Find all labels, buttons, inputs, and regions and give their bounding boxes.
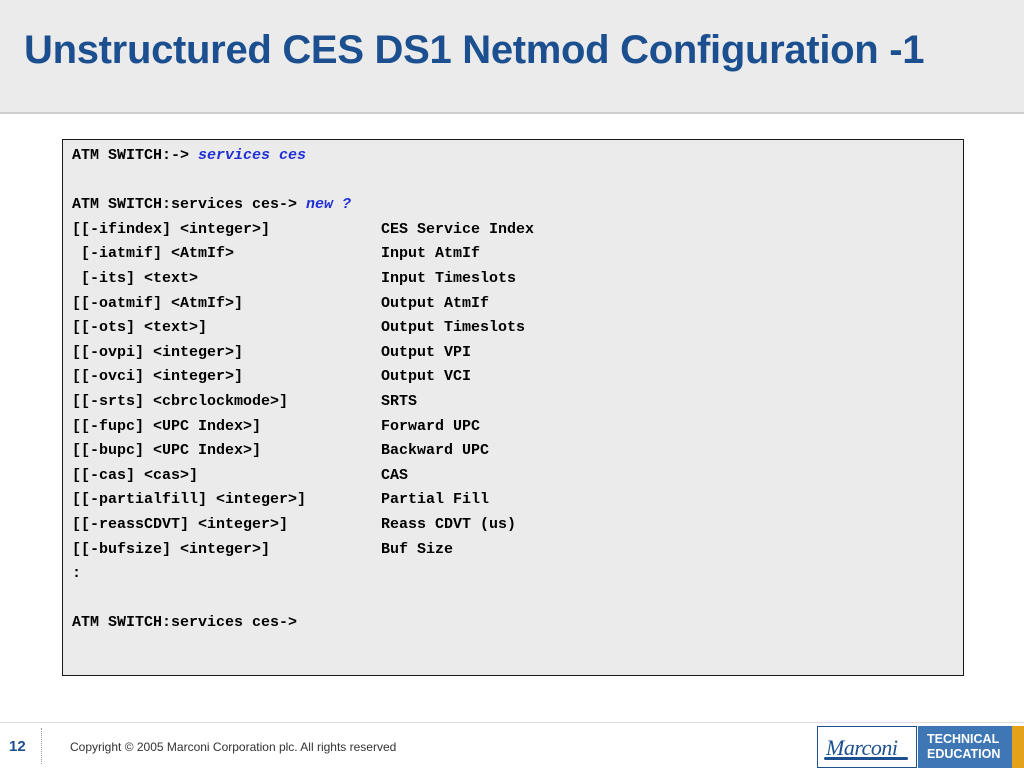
page-number: 12: [9, 738, 26, 755]
option-line: [[-cas] <cas>] CAS: [72, 464, 408, 489]
copyright-notice: Copyright © 2005 Marconi Corporation plc…: [70, 740, 397, 754]
option-line: [[-ots] <text>] Output Timeslots: [72, 316, 525, 341]
accent-bar: [1012, 726, 1024, 768]
badge-line-1: TECHNICAL: [927, 732, 1000, 746]
option-flag: [[-cas] <cas>]: [72, 466, 199, 484]
typed-command: new ?: [306, 196, 352, 214]
option-description: Output VCI: [381, 368, 472, 386]
option-description: Forward UPC: [381, 417, 481, 435]
badge-line-2: EDUCATION: [927, 747, 1001, 761]
option-description: Partial Fill: [381, 491, 490, 509]
technical-education-badge: TECHNICAL EDUCATION: [918, 726, 1012, 768]
option-description: Output AtmIf: [381, 294, 490, 312]
option-line: [[-ovpi] <integer>] Output VPI: [72, 341, 471, 366]
terminal-line-2: ATM SWITCH:services ces-> new ?: [72, 193, 351, 218]
option-flag: [[-partialfill] <integer>]: [72, 491, 307, 509]
prompt: ATM SWITCH:->: [72, 147, 199, 164]
title-bar: [0, 0, 1024, 112]
slide-title: Unstructured CES DS1 Netmod Configuratio…: [24, 28, 925, 72]
option-line: [[-bufsize] <integer>] Buf Size: [72, 538, 453, 563]
option-flag: [[-bupc] <UPC Index>]: [72, 442, 262, 460]
option-line: [[-ovci] <integer>] Output VCI: [72, 365, 471, 390]
option-line: [[-ifindex] <integer>] CES Service Index: [72, 218, 534, 243]
option-line: [[-partialfill] <integer>] Partial Fill: [72, 488, 489, 513]
option-flag: [-iatmif] <AtmIf>: [72, 245, 235, 263]
option-description: Output VPI: [381, 343, 472, 361]
option-flag: [[-ifindex] <integer>]: [72, 220, 271, 238]
option-flag: [[-ovci] <integer>]: [72, 368, 244, 386]
colon-line: :: [72, 565, 82, 583]
option-line: [[-reassCDVT] <integer>] Reass CDVT (us): [72, 513, 516, 538]
marconi-logo: Marconi: [817, 726, 917, 768]
option-flag: [[-ots] <text>]: [72, 319, 208, 337]
option-flag: [[-reassCDVT] <integer>]: [72, 515, 289, 533]
option-flag: [-its] <text>: [72, 269, 199, 287]
option-description: Input AtmIf: [381, 245, 481, 263]
option-description: Reass CDVT (us): [381, 515, 517, 533]
option-line: [-its] <text> Input Timeslots: [72, 267, 516, 292]
option-line: [[-srts] <cbrclockmode>] SRTS: [72, 390, 417, 415]
blank-line: [72, 587, 351, 612]
option-line: [[-fupc] <UPC Index>] Forward UPC: [72, 415, 480, 440]
option-description: Buf Size: [381, 540, 454, 558]
option-flag: [[-bufsize] <integer>]: [72, 540, 271, 558]
logo-swoosh-icon: [824, 757, 908, 760]
option-flag: [[-fupc] <UPC Index>]: [72, 417, 262, 435]
option-description: Backward UPC: [381, 442, 490, 460]
option-flag: [[-srts] <cbrclockmode>]: [72, 392, 289, 410]
title-divider: [0, 112, 1024, 114]
option-description: CAS: [381, 466, 409, 484]
option-description: Output Timeslots: [381, 319, 526, 337]
option-description: CES Service Index: [381, 220, 535, 238]
page-separator: [41, 728, 42, 764]
option-description: SRTS: [381, 392, 418, 410]
typed-command: services ces: [198, 147, 307, 164]
option-line: [-iatmif] <AtmIf> Input AtmIf: [72, 242, 480, 267]
option-line: [[-oatmif] <AtmIf>] Output AtmIf: [72, 292, 489, 317]
terminal-box: ATM SWITCH:-> services ces ATM SWITCH:se…: [62, 139, 964, 676]
terminal-output: ATM SWITCH:-> services ces ATM SWITCH:se…: [72, 144, 534, 636]
option-line: [[-bupc] <UPC Index>] Backward UPC: [72, 439, 489, 464]
footer-divider: [0, 722, 1024, 723]
badge-text: TECHNICAL EDUCATION: [927, 732, 1000, 762]
blank-line: [72, 169, 351, 194]
option-description: Input Timeslots: [381, 269, 517, 287]
final-prompt: ATM SWITCH:services ces->: [72, 614, 298, 632]
terminal-line-1: ATM SWITCH:-> services ces: [72, 144, 351, 169]
option-flag: [[-ovpi] <integer>]: [72, 343, 244, 361]
prompt: ATM SWITCH:services ces->: [72, 196, 307, 214]
option-flag: [[-oatmif] <AtmIf>]: [72, 294, 244, 312]
logo-wordmark: Marconi: [826, 735, 898, 760]
